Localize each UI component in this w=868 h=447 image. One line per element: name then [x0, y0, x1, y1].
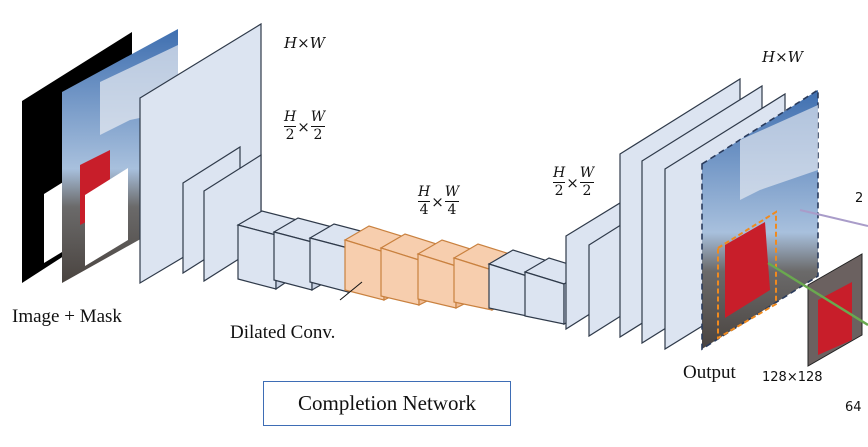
input-label: Image + Mask [12, 306, 122, 327]
output-image [701, 88, 819, 351]
size-64-label: 64 [845, 400, 862, 415]
green-connector [767, 261, 868, 327]
dilated-pointer [339, 281, 363, 301]
output-label: Output [683, 362, 736, 383]
patch-outline [717, 210, 777, 340]
edge-2-label: 2 [855, 191, 864, 206]
dim-label-top-left: H×W [284, 34, 326, 52]
local-patch [807, 253, 863, 367]
patch-size-label: 128×128 [762, 370, 823, 385]
completion-network-title: Completion Network [263, 381, 511, 426]
purple-connector [799, 209, 868, 227]
dim-label-top-right: H×W [762, 48, 804, 66]
dilated-conv-label: Dilated Conv. [230, 322, 336, 343]
